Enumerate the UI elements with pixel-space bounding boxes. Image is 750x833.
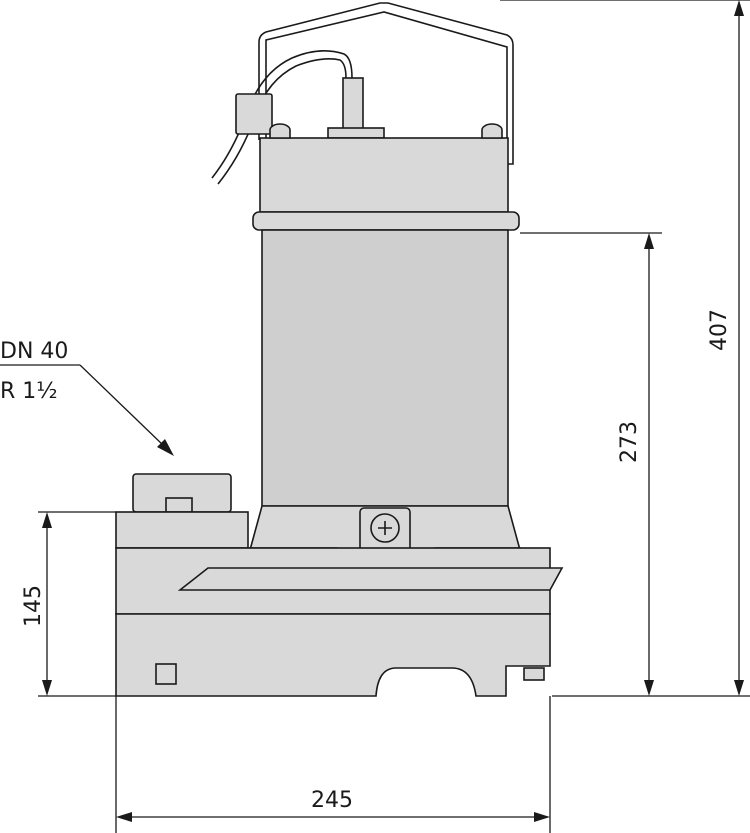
motor-head — [252, 123, 520, 231]
dim-base-width — [115, 696, 551, 833]
dim-base-height — [38, 511, 116, 697]
inlet-leader — [0, 364, 174, 456]
dim-overall-height — [500, 0, 750, 697]
inlet-label-dn: DN 40 — [0, 339, 68, 364]
motor-housing — [261, 229, 509, 507]
cable — [211, 50, 385, 185]
handle — [258, 2, 514, 165]
base-height-label: 145 — [21, 585, 46, 627]
motor-height-label: 273 — [617, 421, 642, 463]
base-width-label: 245 — [311, 788, 353, 813]
pump-housing — [115, 473, 564, 697]
overall-height-label: 407 — [707, 309, 732, 351]
inlet-label-thread: R 1½ — [0, 379, 58, 404]
dim-motor-height — [520, 232, 662, 696]
